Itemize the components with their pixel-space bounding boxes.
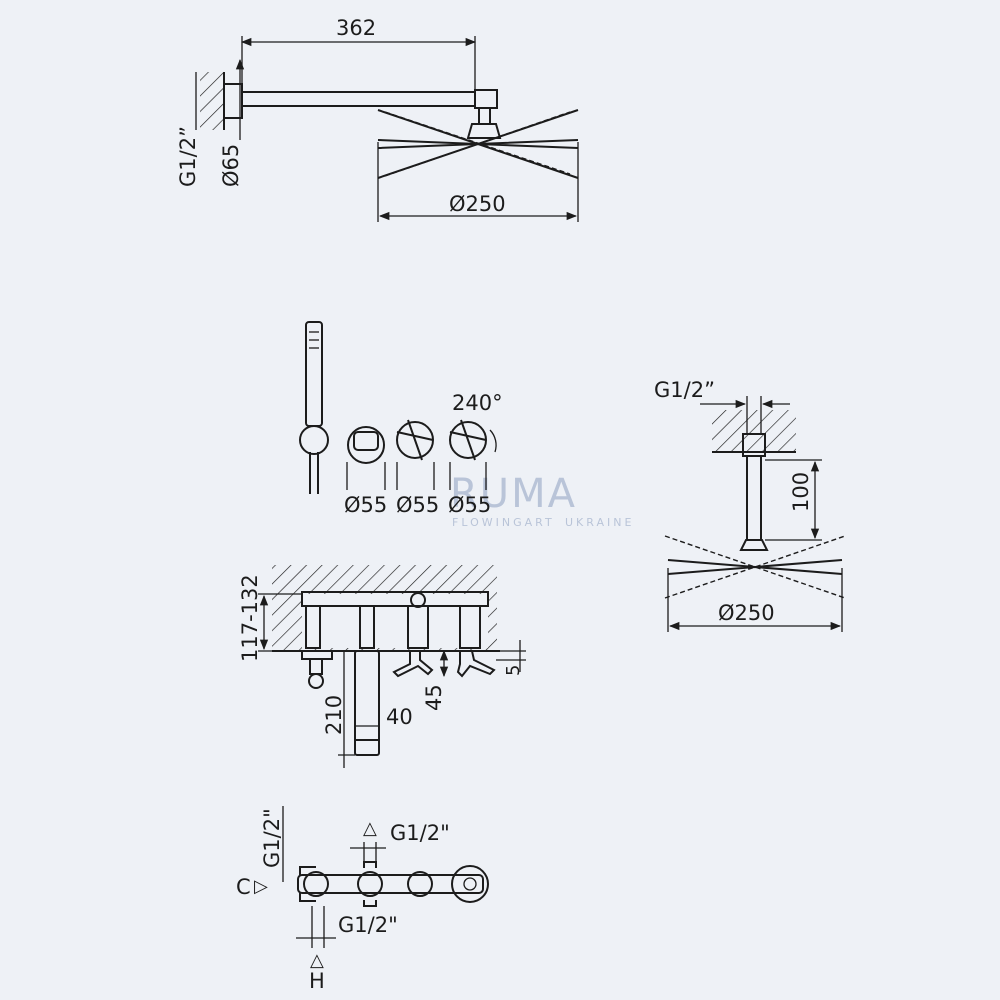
swivel-nut (466, 123, 502, 139)
watermark-tagline: FLOWINGART (452, 516, 555, 529)
dim-mixer1-diameter: Ø55 (396, 493, 439, 517)
diverter-knob-face (353, 431, 379, 451)
ceiling-shower-view: G1/2” 100 Ø250 (654, 378, 846, 632)
dim-lever-height: 45 (422, 684, 446, 711)
diverter-cartridge (359, 605, 375, 649)
ceiling-flange (742, 433, 766, 457)
dim-ceiling-thread: G1/2” (654, 378, 715, 402)
dim-bottom-thread: G1/2" (338, 913, 398, 937)
valve-port-2 (357, 871, 383, 897)
valve-manifold (297, 874, 484, 894)
hand-shower-holder (299, 425, 329, 455)
dim-arm-length: 362 (336, 16, 376, 40)
cold-inlet-arrow: ▷ (254, 876, 268, 897)
mixer-cartridge-2 (459, 605, 481, 649)
controls-front-view: 240° Ø55 Ø55 Ø55 (299, 321, 503, 517)
dim-drop-length: 100 (789, 472, 813, 512)
ceiling-swivel (739, 539, 769, 551)
bath-spout (354, 650, 380, 756)
hot-inlet-arrow: △ (310, 950, 324, 971)
outlet-port-inner (463, 877, 477, 891)
valve-body-section (301, 591, 489, 607)
mixer-lever-section-2 (456, 650, 496, 678)
wall-shower-view: 362 G1/2” Ø65 Ø250 (176, 16, 579, 222)
recess-cavity (302, 594, 488, 648)
cold-inlet-stub (299, 866, 316, 902)
dim-flange-diameter: Ø65 (219, 144, 243, 187)
valve-port-3 (407, 871, 433, 897)
section-view: 117-132 210 40 45 5 (238, 565, 526, 768)
diverter-knob (347, 426, 385, 464)
valve-seat (410, 592, 426, 608)
mixer-lever-section-1 (392, 650, 434, 678)
mixer-lever-1 (396, 419, 434, 461)
hand-shower-handle (305, 321, 323, 427)
dim-ceiling-head-diameter: Ø250 (718, 601, 775, 625)
mixer-lever-2 (449, 419, 487, 461)
dim-spout-length: 210 (322, 695, 346, 735)
cold-inlet-label: C (236, 875, 251, 899)
head-nozzles (384, 111, 571, 177)
holder-stem (309, 658, 323, 675)
dim-wall-thread: G1/2” (176, 126, 200, 187)
valve-port-1 (303, 871, 329, 897)
wall-hatch (200, 72, 224, 130)
dim-diverter-diameter: Ø55 (344, 493, 387, 517)
watermark-brand: RUMA (450, 471, 577, 517)
rotation-arc (489, 429, 497, 453)
holder-ring (308, 673, 324, 689)
dim-lever-offset: 5 (503, 665, 524, 676)
dim-wall-head-diameter: Ø250 (449, 192, 506, 216)
valve-body-view: G1/2" C ▷ △ G1/2" G1/2" △ H (236, 806, 489, 993)
watermark-region: UKRAINE (565, 516, 634, 529)
dim-spout-width: 40 (386, 705, 413, 729)
dim-mixer2-diameter: Ø55 (448, 493, 491, 517)
hot-inlet-label: H (309, 969, 325, 993)
holder-plate (301, 650, 333, 660)
outlet-cartridge (305, 605, 321, 649)
dim-rotation: 240° (452, 391, 503, 415)
brand-watermark: RUMA FLOWINGART UKRAINE (450, 471, 634, 529)
ceiling-head-plate (667, 559, 843, 575)
ceiling-hatch (712, 410, 796, 452)
dim-thread-vertical: G1/2" (260, 808, 284, 868)
center-stub (363, 861, 377, 907)
dim-top-thread: G1/2" (390, 821, 450, 845)
dim-depth: 117-132 (238, 574, 262, 662)
outlet-port (451, 865, 489, 903)
wall-flange (223, 83, 243, 119)
top-inlet-arrow: △ (363, 818, 377, 839)
arm-elbow (474, 89, 498, 109)
